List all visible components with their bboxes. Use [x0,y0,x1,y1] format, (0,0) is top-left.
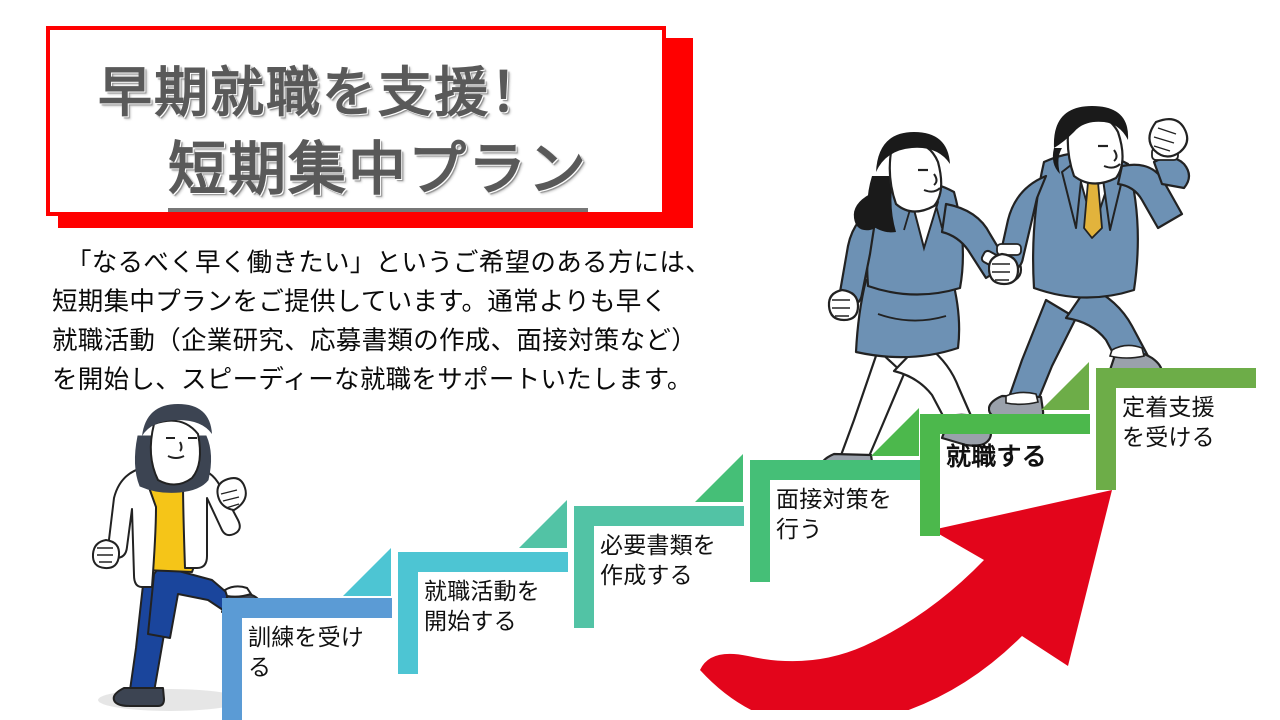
step-1[interactable]: 訓練を受け る [222,598,392,720]
step-5-tread [920,414,1090,434]
step-3-tread [574,506,744,526]
step-2-tread [398,552,568,572]
description-line-3: 就職活動（企業研究、応募書類の作成、面接対策など） [52,327,698,355]
step-1-label: 訓練を受け る [248,624,364,680]
growth-arrow [700,490,1112,710]
title-line-1: 早期就職を支援！ [98,48,546,127]
step-1-tread [222,598,392,618]
description-paragraph: 「なるべく早く働きたい」というご希望のある方には、 短期集中プランをご提供してい… [52,244,752,400]
step-5-label: 就職する [946,443,1047,471]
step-3-accent-triangle [695,454,743,502]
step-2-accent-triangle [519,500,567,548]
step-3-riser [574,506,594,628]
step-5-riser [920,414,940,536]
step-1-riser [222,598,242,720]
step-4-accent-triangle [871,408,919,456]
step-6-label: 定着支援 を受ける [1122,394,1215,450]
step-3-label: 必要書類を 作成する [600,532,716,588]
step-5[interactable]: 就職する [920,414,1090,536]
step-4-tread [750,460,920,480]
step-6-riser [1096,368,1116,490]
step-4-riser [750,460,770,582]
step-4-label: 面接対策を 行う [776,486,892,542]
step-5-accent-triangle [1041,362,1089,410]
title-box: 早期就職を支援！ 短期集中プラン [46,26,666,216]
step-1-accent-triangle [343,548,391,596]
description-line-2: 短期集中プランをご提供しています。通常よりも早く [52,288,668,316]
title-line-2: 短期集中プラン [168,122,589,212]
step-4[interactable]: 面接対策を 行う [750,460,920,582]
step-2-label: 就職活動を 開始する [424,578,540,634]
description-line-4: を開始し、スピーディーな就職をサポートいたします。 [52,366,693,394]
description-line-1: 「なるべく早く働きたい」というご希望のある方には、 [66,249,712,277]
step-2-riser [398,552,418,674]
step-2[interactable]: 就職活動を 開始する [398,552,568,674]
step-3[interactable]: 必要書類を 作成する [574,506,744,628]
step-6-tread [1096,368,1256,388]
step-6[interactable]: 定着支援 を受ける [1096,368,1256,490]
